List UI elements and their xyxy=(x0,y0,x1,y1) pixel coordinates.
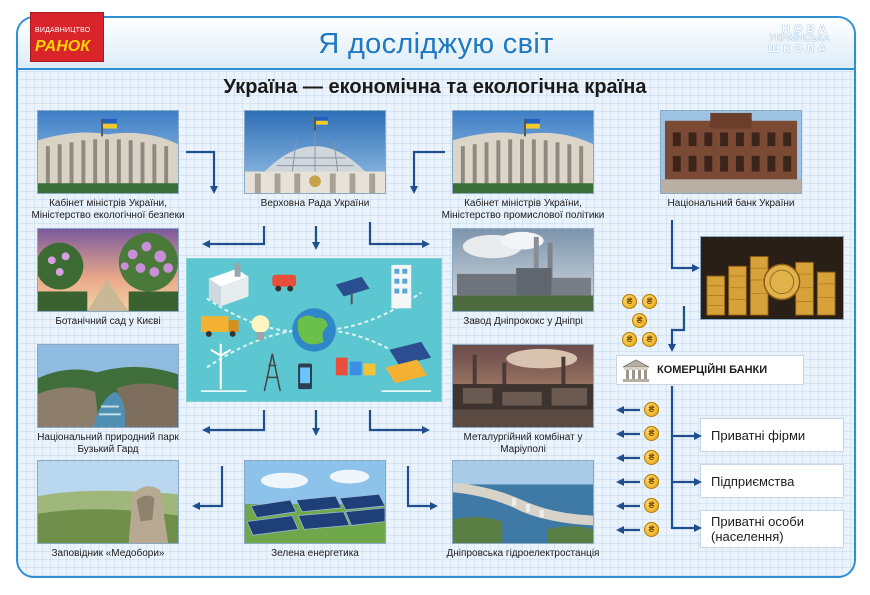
botanical-garden-caption: Ботанічний сад у Києві xyxy=(55,316,161,327)
verkhovna-rada-caption: Верховна Рада України xyxy=(260,198,370,209)
hryvnia-coin-icon: ₴ xyxy=(622,294,637,309)
cabinet-ecology-photo xyxy=(37,110,179,194)
page-title: Я досліджую світ xyxy=(318,28,554,60)
series-logo-line-2: УКРАЇНСЬКА xyxy=(768,33,830,44)
client-private-persons: Приватні особи (населення) xyxy=(700,510,844,548)
hryvnia-coin-icon: ₴ xyxy=(644,474,659,489)
hryvnia-coin-icon: ₴ xyxy=(644,522,659,537)
publisher-logo: ВИДАВНИЦТВО РАНОК xyxy=(30,12,104,62)
dniprokoks-photo xyxy=(452,228,594,312)
header-bar: Я досліджую світ xyxy=(18,18,854,70)
gold-coins-photo xyxy=(700,236,844,320)
cabinet-industry-photo xyxy=(452,110,594,194)
green-energy-caption: Зелена енергетика xyxy=(271,548,359,559)
buzkyi-gard-caption: Національний природний парк Бузький Гард xyxy=(37,432,179,455)
hryvnia-coin-icon: ₴ xyxy=(644,450,659,465)
hryvnia-coin-icon: ₴ xyxy=(642,294,657,309)
cabinet-ecology-caption: Кабінет міністрів України, Міністерство … xyxy=(31,198,185,221)
dnipro-hpp-caption: Дніпровська гідроелектростанція xyxy=(446,548,600,559)
dnipro-hpp-photo xyxy=(452,460,594,544)
client-label: Підприємства xyxy=(711,473,795,489)
client-enterprises: Підприємства xyxy=(700,464,844,498)
national-bank-caption: Національний банк України xyxy=(667,198,795,209)
hryvnia-coin-icon: ₴ xyxy=(642,332,657,347)
hryvnia-coin-icon: ₴ xyxy=(644,402,659,417)
client-private-firms: Приватні фірми xyxy=(700,418,844,452)
hryvnia-coin-icon: ₴ xyxy=(622,332,637,347)
hryvnia-coin-icon: ₴ xyxy=(644,498,659,513)
hryvnia-coin-icon: ₴ xyxy=(632,313,647,328)
main-heading: Україна — економічна та екологічна країн… xyxy=(223,76,647,98)
cabinet-industry-caption: Кабінет міністрів України, Міністерство … xyxy=(441,198,605,221)
series-logo-line-1: НОВА xyxy=(782,23,830,35)
medobory-caption: Заповідник «Медобори» xyxy=(51,548,165,559)
buzkyi-gard-photo xyxy=(37,344,179,428)
national-bank-photo xyxy=(660,110,802,194)
medobory-photo xyxy=(37,460,179,544)
publisher-logo-small-text: ВИДАВНИЦТВО xyxy=(35,27,91,34)
hryvnia-coin-icon: ₴ xyxy=(644,426,659,441)
botanical-garden-photo xyxy=(37,228,179,312)
coins-group: ₴ ₴ ₴ ₴ ₴ xyxy=(620,294,660,354)
commercial-banks-box: КОМЕРЦІЙНІ БАНКИ xyxy=(616,355,804,385)
series-logo-line-3: ШКОЛА xyxy=(768,43,830,55)
green-energy-photo xyxy=(244,460,386,544)
mariupol-caption: Металургійний комбінат у Маріуполі xyxy=(463,432,583,455)
mariupol-photo xyxy=(452,344,594,428)
commercial-banks-label: КОМЕРЦІЙНІ БАНКИ xyxy=(657,364,768,376)
dniprokoks-caption: Завод Дніпрококс у Дніпрі xyxy=(463,316,583,327)
client-label: Приватні фірми xyxy=(711,427,806,443)
economy-ecology-illustration xyxy=(186,258,442,402)
series-logo: НОВА УКРАЇНСЬКА ШКОЛА xyxy=(768,23,830,55)
publisher-logo-name: РАНОК xyxy=(35,38,91,55)
client-label: Приватні особи (населення) xyxy=(711,514,804,544)
verkhovna-rada-photo xyxy=(244,110,386,194)
bank-building-icon xyxy=(622,359,650,382)
